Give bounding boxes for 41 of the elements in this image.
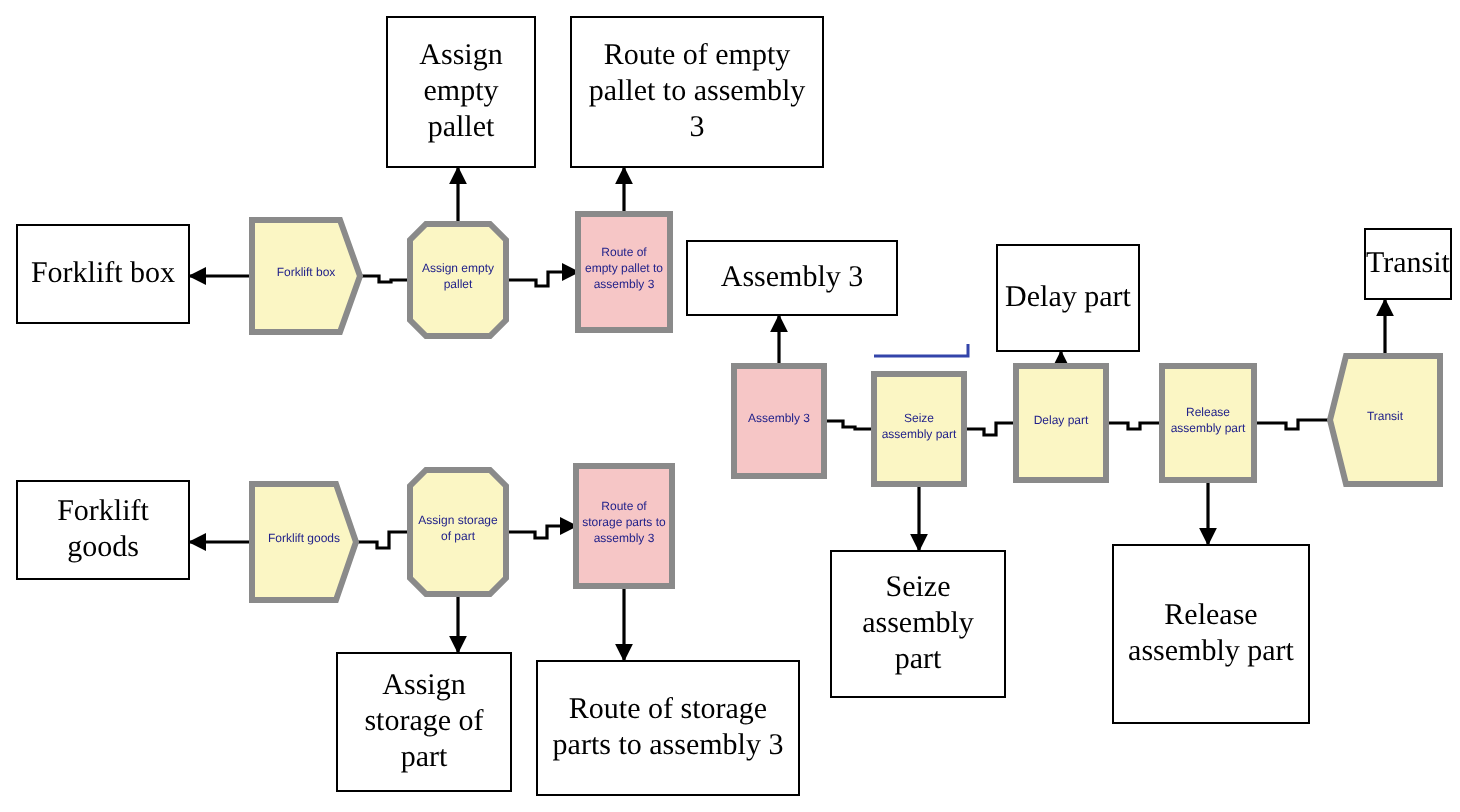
connector (506, 517, 578, 540)
callout-box (336, 652, 512, 792)
callout-text: Seize assembly part (860, 570, 976, 678)
callout-text: Route of empty pallet to assembly 3 (586, 38, 808, 146)
callout-box (686, 240, 898, 316)
callout-box (996, 244, 1140, 352)
connector (506, 263, 580, 288)
callout-box (16, 224, 190, 324)
callout-box (1112, 544, 1310, 724)
arrow (615, 166, 633, 214)
arrow (449, 166, 467, 224)
connector (824, 419, 874, 431)
arrow (615, 586, 633, 662)
callout-text: Route of storage parts to assembly 3 (550, 692, 786, 764)
arrow (770, 314, 788, 366)
connector (360, 274, 410, 284)
arrow (188, 267, 252, 285)
arrow (1052, 350, 1070, 369)
callout-text: Forklift box (28, 256, 178, 292)
arrow (1199, 480, 1217, 546)
connector (964, 421, 1016, 437)
arrow (1376, 298, 1394, 356)
callout-box (16, 480, 190, 580)
callout-text: Assign empty pallet (417, 38, 505, 146)
callout-text: Assembly 3 (718, 260, 866, 296)
connector (356, 530, 410, 550)
callout-box (1364, 228, 1452, 300)
arrow (910, 484, 928, 552)
arrow (188, 533, 252, 551)
callout-text: Release assembly part (1126, 598, 1296, 670)
callout-box (536, 660, 800, 796)
connector (1106, 421, 1162, 431)
callout-text: Assign storage of part (362, 668, 486, 776)
connector (1254, 418, 1330, 431)
callout-text: Delay part (1003, 280, 1133, 316)
callout-box (830, 550, 1006, 698)
callout-text: Forklift goods (55, 494, 151, 566)
callout-box (386, 16, 536, 168)
callout-text: Transit (1364, 246, 1452, 282)
arrow (449, 594, 467, 654)
callout-box (570, 16, 824, 168)
